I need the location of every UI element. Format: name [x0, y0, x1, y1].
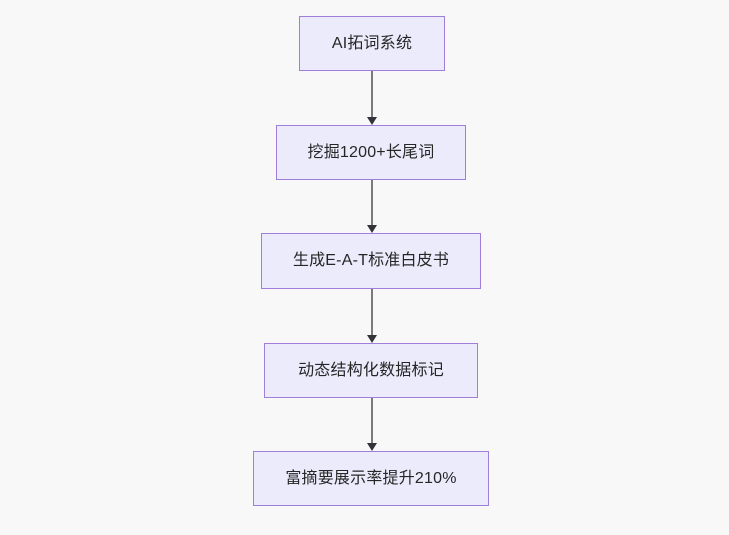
flowchart-node-label: 动态结构化数据标记 — [298, 361, 444, 379]
flowchart-arrow-n0-n1 — [360, 71, 384, 125]
flowchart-arrow-n3-n4 — [360, 398, 384, 451]
flowchart-node-longtail-keywords[interactable]: 挖掘1200+长尾词 — [276, 125, 466, 180]
arrow-head-icon — [367, 225, 377, 233]
arrow-line — [371, 180, 373, 225]
arrow-line — [371, 71, 373, 117]
flowchart-node-structured-data-markup[interactable]: 动态结构化数据标记 — [264, 343, 478, 398]
flowchart-node-label: 生成E-A-T标准白皮书 — [292, 252, 450, 270]
flowchart-node-rich-snippet-result[interactable]: 富摘要展示率提升210% — [253, 451, 489, 506]
flowchart-arrow-n1-n2 — [360, 180, 384, 233]
flowchart-node-ai-keyword-system[interactable]: AI拓词系统 — [299, 16, 445, 71]
arrow-line — [371, 289, 373, 335]
arrow-head-icon — [367, 117, 377, 125]
flowchart-node-label: 挖掘1200+长尾词 — [307, 143, 435, 161]
flowchart-node-label: 富摘要展示率提升210% — [285, 469, 457, 487]
arrow-line — [371, 398, 373, 443]
flowchart-arrow-n2-n3 — [360, 289, 384, 343]
flowchart-node-eat-whitepaper[interactable]: 生成E-A-T标准白皮书 — [261, 233, 481, 289]
arrow-head-icon — [367, 443, 377, 451]
flowchart-node-label: AI拓词系统 — [331, 34, 413, 52]
arrow-head-icon — [367, 335, 377, 343]
